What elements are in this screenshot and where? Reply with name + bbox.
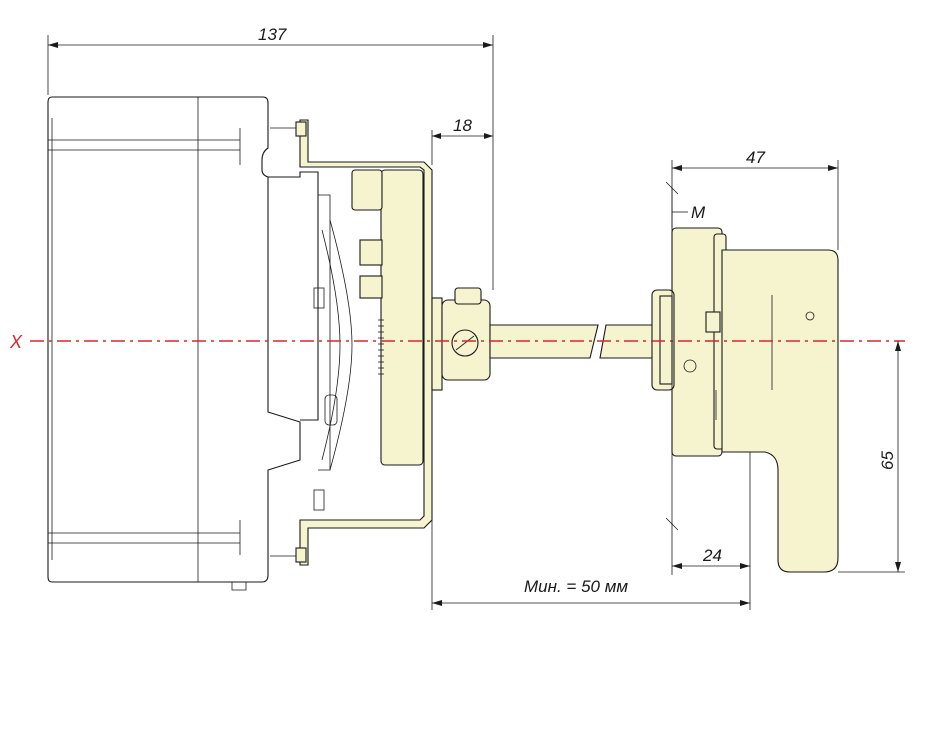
dimension-min-distance: Мин. = 50 мм <box>431 520 750 610</box>
dimension-24-label: 24 <box>702 546 722 565</box>
breaker-body <box>47 96 353 591</box>
dimension-18-label: 18 <box>453 116 472 135</box>
door-surface-marker: M <box>665 181 706 531</box>
dimension-47-label: 47 <box>746 148 765 167</box>
dimension-min-label: Мин. = 50 мм <box>524 577 628 596</box>
mounting-bracket <box>270 119 433 566</box>
dimension-overall-length: 137 <box>47 25 494 290</box>
gear-teeth <box>378 319 384 375</box>
shaft-coupling <box>431 287 491 391</box>
marker-m-label: M <box>691 203 706 222</box>
adapter-plate <box>351 169 424 466</box>
dimension-axis-to-handle-end: 65 <box>838 341 905 573</box>
dimension-137-label: 137 <box>258 25 287 44</box>
dimension-handle-base: 24 <box>671 452 751 610</box>
axis-label: X <box>9 332 23 352</box>
dimension-65-label: 65 <box>878 451 897 470</box>
rotary-handle <box>651 227 839 573</box>
dimension-bracket-depth: 18 <box>431 116 493 165</box>
